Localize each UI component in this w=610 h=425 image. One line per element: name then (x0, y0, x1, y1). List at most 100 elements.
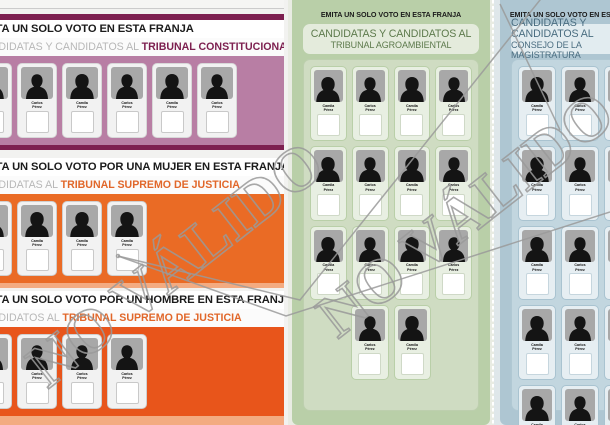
candidate-photo (0, 205, 8, 237)
candidate-card[interactable]: Carlos Pérez (435, 145, 472, 221)
candidate-card[interactable]: Camila Pérez (62, 201, 102, 276)
franja-tsj-hombres: EMITA UN SOLO VOTO POR UN HOMBRE EN ESTA… (0, 291, 288, 425)
vote-checkbox[interactable] (525, 353, 549, 376)
candidate-card[interactable]: Camila Pérez (107, 201, 147, 276)
vote-checkbox[interactable] (0, 110, 4, 133)
vote-checkbox[interactable] (442, 193, 466, 216)
vote-checkbox[interactable] (525, 193, 549, 216)
candidate-card[interactable]: Camila Pérez (310, 145, 347, 221)
vote-checkbox[interactable] (70, 248, 94, 271)
candidate-card[interactable]: Camila Pérez (310, 66, 347, 141)
vote-checkbox[interactable] (568, 273, 592, 296)
vote-checkbox[interactable] (568, 193, 592, 216)
vote-checkbox[interactable] (70, 110, 94, 133)
vote-checkbox[interactable] (525, 273, 549, 296)
candidate-card[interactable]: Carlos Pérez (561, 66, 599, 141)
candidate-card[interactable]: Camila Pérez (604, 385, 610, 425)
vote-checkbox[interactable] (115, 110, 139, 133)
panel-title-line1: CANDIDATAS Y CANDIDATOS AL (310, 27, 472, 40)
vote-checkbox[interactable] (358, 353, 382, 376)
candidate-card[interactable]: Carlos Pérez (107, 334, 147, 409)
female-silhouette-icon (70, 212, 94, 237)
candidate-card[interactable]: Camila Pérez (393, 145, 431, 221)
candidate-card[interactable]: Carlos Pérez (197, 63, 237, 138)
candidate-card[interactable]: Camila Pérez (604, 225, 610, 301)
candidate-card[interactable]: Carlos Pérez (17, 334, 57, 409)
franja-subtitle-light: CANDIDATAS AL (0, 179, 58, 191)
candidate-card[interactable]: Camila Pérez (518, 145, 556, 221)
vote-checkbox[interactable] (316, 113, 340, 136)
candidate-card[interactable]: Camila Pérez (518, 385, 556, 425)
vote-checkbox[interactable] (442, 273, 466, 296)
candidate-card[interactable]: Carlos Pérez (561, 145, 599, 221)
candidate-card[interactable]: Camila Pérez (518, 66, 556, 141)
candidate-card[interactable]: Carlos Pérez (351, 225, 389, 301)
vote-checkbox[interactable] (400, 193, 424, 216)
candidate-name: Carlos Pérez (121, 100, 133, 109)
vote-checkbox[interactable] (70, 381, 94, 404)
vote-checkbox[interactable] (568, 353, 592, 376)
candidate-card[interactable]: Carlos Pérez (351, 145, 389, 221)
candidate-card[interactable]: Carlos Pérez (107, 63, 147, 138)
vote-checkbox[interactable] (160, 110, 184, 133)
female-silhouette-icon (115, 212, 139, 237)
candidate-card[interactable]: Camila Pérez (0, 63, 12, 138)
candidate-card[interactable]: Camila Pérez (604, 145, 610, 221)
male-silhouette-icon (359, 236, 382, 262)
vote-checkbox[interactable] (25, 110, 49, 133)
male-silhouette-icon (569, 236, 591, 262)
candidate-card[interactable]: Camila Pérez (518, 225, 556, 301)
vote-checkbox[interactable] (25, 248, 49, 271)
candidate-card[interactable]: Carlos Pérez (561, 305, 599, 381)
vote-checkbox[interactable] (205, 110, 229, 133)
candidate-card[interactable]: Carlos Pérez (351, 305, 389, 381)
vote-checkbox[interactable] (0, 248, 4, 271)
female-silhouette-icon (525, 396, 549, 422)
candidate-photo (608, 70, 610, 102)
candidate-card[interactable]: Carlos Pérez (435, 66, 472, 141)
vote-checkbox[interactable] (358, 193, 382, 216)
candidate-name: Camila Pérez (322, 103, 335, 112)
vote-checkbox[interactable] (316, 273, 340, 296)
candidate-card[interactable]: Camila Pérez (393, 225, 431, 301)
candidate-card[interactable]: Carlos Pérez (0, 334, 12, 409)
candidate-card[interactable]: Camila Pérez (518, 305, 556, 381)
vote-checkbox[interactable] (358, 113, 382, 136)
candidate-card[interactable]: Camila Pérez (604, 66, 610, 141)
vote-checkbox[interactable] (316, 193, 340, 216)
candidate-card[interactable]: Camila Pérez (393, 305, 431, 381)
franja-tribunal-constitucional: EMITA UN SOLO VOTO EN ESTA FRANJA CANDID… (0, 14, 288, 150)
candidate-name: Camila Pérez (322, 183, 335, 192)
candidate-card[interactable]: Carlos Pérez (62, 334, 102, 409)
vote-checkbox[interactable] (525, 113, 549, 136)
candidate-card[interactable]: Camila Pérez (393, 66, 431, 141)
candidate-card[interactable]: Carlos Pérez (561, 225, 599, 301)
vote-checkbox[interactable] (115, 248, 139, 271)
candidate-card[interactable]: Camila Pérez (152, 63, 192, 138)
candidate-photo (565, 149, 595, 182)
vote-checkbox[interactable] (0, 381, 4, 404)
candidate-card[interactable]: Camila Pérez (62, 63, 102, 138)
vote-checkbox[interactable] (25, 381, 49, 404)
candidate-card[interactable]: Camila Pérez (604, 305, 610, 381)
vote-checkbox[interactable] (115, 381, 139, 404)
candidate-card[interactable]: Carlos Pérez (435, 225, 472, 301)
candidate-card[interactable]: Camila Pérez (17, 201, 57, 276)
candidate-card[interactable]: Carlos Pérez (351, 66, 389, 141)
candidate-card[interactable]: Carlos Pérez (17, 63, 57, 138)
vote-checkbox[interactable] (358, 273, 382, 296)
female-silhouette-icon (70, 74, 94, 99)
female-silhouette-icon (0, 89, 4, 99)
vote-checkbox[interactable] (400, 113, 424, 136)
vote-checkbox[interactable] (400, 273, 424, 296)
vote-checkbox[interactable] (568, 113, 592, 136)
vote-checkbox[interactable] (442, 113, 466, 136)
candidate-name: Carlos Pérez (574, 422, 586, 425)
candidate-card[interactable]: Camila Pérez (0, 201, 12, 276)
candidate-card[interactable]: Carlos Pérez (561, 385, 599, 425)
candidate-card[interactable]: Camila Pérez (310, 225, 347, 301)
vote-checkbox[interactable] (400, 353, 424, 376)
